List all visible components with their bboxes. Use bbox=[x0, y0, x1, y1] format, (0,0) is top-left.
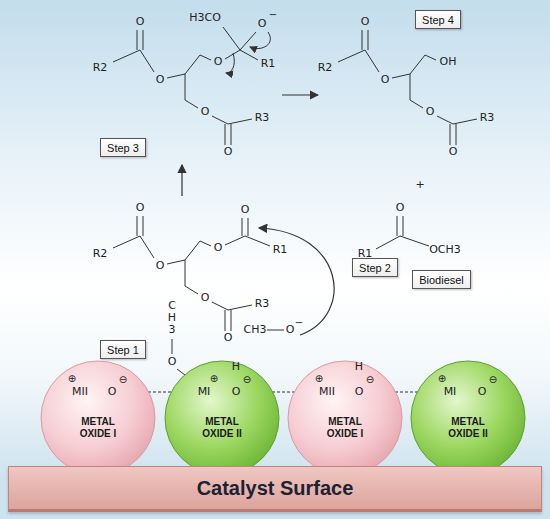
atom-label: O bbox=[214, 56, 223, 68]
atom-label: R1 bbox=[358, 248, 373, 260]
charge-sign: ⊕ bbox=[438, 373, 446, 384]
node-text: METAL OXIDE I bbox=[66, 416, 130, 440]
atom-label: O bbox=[136, 202, 145, 214]
atom-label: O bbox=[258, 18, 267, 30]
atom-label: R3 bbox=[255, 298, 270, 310]
atom-label: R2 bbox=[318, 62, 333, 74]
atom-label: O bbox=[201, 292, 210, 304]
node-text: Biodiesel bbox=[419, 274, 464, 286]
atom-label: MII bbox=[72, 386, 88, 398]
node-text: Step 1 bbox=[107, 344, 139, 356]
node-text: Step 3 bbox=[107, 142, 139, 154]
catalyst-surface: Catalyst Surface bbox=[8, 466, 542, 512]
atom-label: CH3 bbox=[244, 324, 267, 336]
metal-oxide-sphere: METAL OXIDE II bbox=[410, 360, 526, 476]
reaction-arrows bbox=[182, 95, 334, 335]
triglyceride bbox=[113, 216, 270, 331]
charge-sign: ⊖ bbox=[366, 374, 374, 385]
atom-label: O bbox=[449, 146, 458, 158]
metal-oxide-sphere: METAL OXIDE II bbox=[164, 360, 280, 476]
atom-label: O bbox=[241, 204, 250, 216]
atom-label: O bbox=[232, 386, 241, 398]
atom-label: MI bbox=[198, 386, 211, 398]
sphere bbox=[411, 361, 525, 475]
step-box: Step 2 bbox=[352, 258, 398, 277]
atom-label: O bbox=[224, 332, 233, 344]
node-text: Step 2 bbox=[359, 262, 391, 274]
metal-oxide-sphere: METAL OXIDE I bbox=[287, 360, 403, 476]
atom-label: OCH3 bbox=[429, 244, 461, 256]
atom-label: O bbox=[214, 242, 223, 254]
node-text: METAL OXIDE I bbox=[313, 416, 377, 440]
charge-sign: ⊕ bbox=[315, 373, 323, 384]
plus-sign: + bbox=[415, 179, 424, 191]
atom-label: R2 bbox=[93, 248, 108, 260]
atom-label: R1 bbox=[273, 244, 288, 256]
atom-label: O bbox=[136, 16, 145, 28]
atom-label: R3 bbox=[480, 112, 495, 124]
atom-label: H bbox=[232, 361, 240, 373]
charge-sign: ⊖ bbox=[243, 374, 251, 385]
atom-label: O bbox=[224, 146, 233, 158]
step-box: Step 1 bbox=[100, 340, 146, 359]
charge-sign: − bbox=[269, 9, 277, 20]
atom-label: R3 bbox=[255, 112, 270, 124]
node-text: METAL OXIDE II bbox=[190, 416, 254, 440]
atom-label: MI bbox=[444, 386, 457, 398]
atom-label: O bbox=[108, 386, 117, 398]
atom-label: H3CO bbox=[189, 12, 221, 24]
methyl-ester bbox=[376, 216, 429, 249]
metal-oxide-sphere: METAL OXIDE I bbox=[40, 360, 156, 476]
atom-label: MII bbox=[319, 386, 335, 398]
atom-label: R1 bbox=[261, 58, 276, 70]
atom-label: H bbox=[355, 361, 363, 373]
charge-sign: ⊖ bbox=[489, 374, 497, 385]
atom-label: O bbox=[156, 74, 165, 86]
sphere bbox=[165, 361, 279, 475]
step-box: Step 3 bbox=[100, 138, 146, 157]
charge-sign: − bbox=[295, 317, 303, 328]
node-text: METAL OXIDE II bbox=[436, 416, 500, 440]
charge-sign: ⊕ bbox=[210, 373, 218, 384]
atom-label: OH bbox=[440, 56, 457, 68]
node-text: Catalyst Surface bbox=[197, 477, 354, 500]
step-box: Step 4 bbox=[415, 10, 461, 29]
sphere bbox=[288, 361, 402, 475]
sphere bbox=[41, 361, 155, 475]
charge-sign: ⊕ bbox=[68, 373, 76, 384]
atom-label: O bbox=[201, 106, 210, 118]
tetrahedral-intermediate bbox=[113, 27, 270, 145]
atom-label: O bbox=[381, 74, 390, 86]
node-text: Step 4 bbox=[422, 14, 454, 26]
atom-label: O bbox=[361, 16, 370, 28]
diglyceride bbox=[338, 30, 477, 145]
atom-label: CH3 bbox=[167, 300, 178, 336]
product-box: Biodiesel bbox=[412, 270, 471, 289]
atom-label: O bbox=[286, 324, 295, 336]
atom-label: O bbox=[156, 260, 165, 272]
atom-label: R2 bbox=[93, 62, 108, 74]
charge-sign: ⊖ bbox=[119, 374, 127, 385]
atom-label: O bbox=[396, 202, 405, 214]
atom-label: O bbox=[355, 386, 364, 398]
atom-label: O bbox=[478, 386, 487, 398]
atom-label: O bbox=[426, 106, 435, 118]
atom-label: O bbox=[168, 356, 177, 368]
